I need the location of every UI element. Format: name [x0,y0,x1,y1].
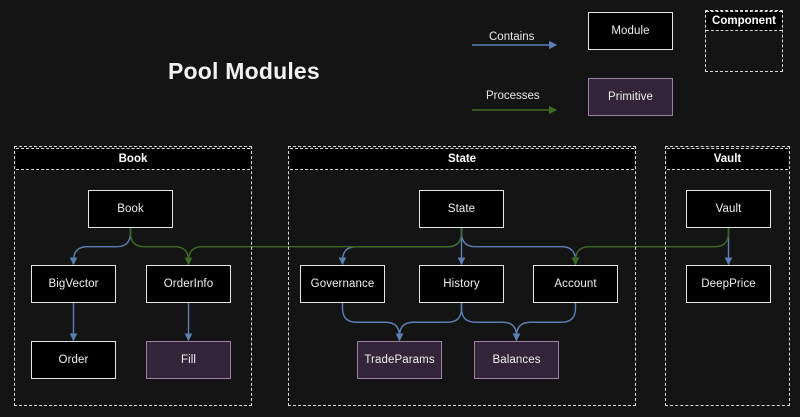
node-deepprice[interactable]: DeepPrice [686,265,771,303]
group-header-state: State [290,148,634,170]
legend-processes-label: Processes [486,90,540,102]
node-label-tradeparams: TradeParams [364,354,435,366]
legend-module-box: Module [588,12,673,50]
legend-component-header: Component [706,11,782,31]
node-vault[interactable]: Vault [686,190,771,228]
node-label-governance: Governance [310,278,375,290]
node-label-history: History [443,278,480,290]
node-label-fill: Fill [180,354,197,366]
page-title: Pool Modules [168,58,320,84]
legend-module-label: Module [611,25,650,37]
node-label-vault: Vault [715,203,742,215]
legend-primitive-label: Primitive [608,91,653,103]
legend-component-box [705,10,783,72]
node-account[interactable]: Account [533,265,618,303]
group-label-state: State [447,153,477,165]
legend-component-label: Component [712,15,776,27]
node-label-bigvector: BigVector [48,278,99,290]
node-balances[interactable]: Balances [474,341,559,379]
node-state[interactable]: State [419,190,504,228]
node-governance[interactable]: Governance [300,265,385,303]
node-book[interactable]: Book [88,190,173,228]
node-label-orderinfo: OrderInfo [163,278,214,290]
group-vault [665,146,790,406]
node-label-account: Account [554,278,597,290]
node-order[interactable]: Order [31,341,116,379]
node-orderinfo[interactable]: OrderInfo [146,265,231,303]
legend-contains-label: Contains [489,31,535,43]
node-label-state: State [447,203,476,215]
node-label-deepprice: DeepPrice [701,278,756,290]
node-bigvector[interactable]: BigVector [31,265,116,303]
node-label-balances: Balances [492,354,541,366]
node-tradeparams[interactable]: TradeParams [357,341,442,379]
group-label-book: Book [118,153,148,165]
group-state [288,146,636,406]
group-book [14,146,252,406]
group-header-book: Book [16,148,250,170]
node-label-order: Order [58,354,89,366]
group-label-vault: Vault [713,153,742,165]
node-label-book: Book [117,203,144,215]
legend-primitive-box: Primitive [588,78,673,116]
group-header-vault: Vault [667,148,788,170]
node-fill[interactable]: Fill [146,341,231,379]
node-history[interactable]: History [419,265,504,303]
